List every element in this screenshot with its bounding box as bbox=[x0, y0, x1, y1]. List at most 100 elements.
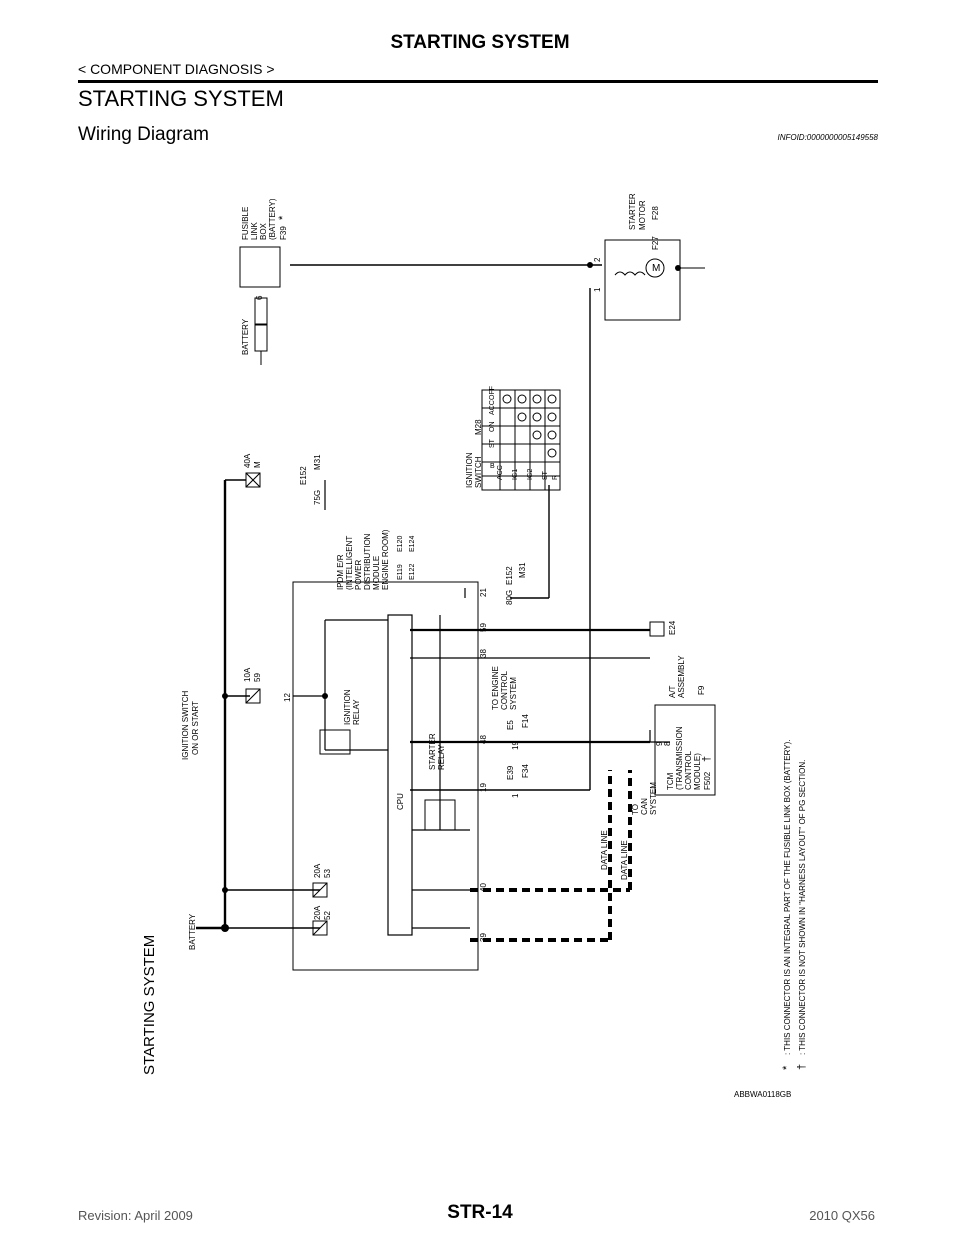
ipdm-6: ENGINE ROOM) bbox=[381, 529, 390, 590]
connector-f28: F28 bbox=[651, 206, 660, 220]
pin-80g: 80G bbox=[505, 590, 514, 605]
connector-f27: F27 bbox=[651, 236, 660, 250]
note-2: : THIS CONNECTOR IS NOT SHOWN IN "HARNES… bbox=[798, 760, 807, 1055]
sw-col-off: OFF bbox=[489, 386, 496, 400]
pin-19-b: 19 bbox=[511, 741, 520, 750]
sw-col-on: ON bbox=[489, 422, 496, 433]
sw-row-r: R bbox=[552, 475, 559, 480]
pin-48: 48 bbox=[479, 735, 488, 744]
footer-model: 2010 QX56 bbox=[809, 1208, 875, 1223]
tcm-1: TCM bbox=[666, 772, 675, 790]
connector-f9: F9 bbox=[697, 685, 706, 695]
motor-symbol bbox=[645, 258, 665, 278]
fuse-10a: 10A bbox=[243, 667, 252, 682]
star-marker: * bbox=[277, 215, 289, 220]
fuse-59: 59 bbox=[253, 673, 262, 682]
motor-pin-2: 2 bbox=[593, 257, 602, 262]
fusible-link-4: (BATTERY) bbox=[268, 198, 277, 240]
ipdm-2: (INTELLIGENT bbox=[345, 536, 354, 590]
sw-row-st: ST bbox=[542, 470, 549, 480]
pin-39: 39 bbox=[479, 933, 488, 942]
connector-e122: E122 bbox=[409, 564, 416, 580]
fusible-link-2: LINK bbox=[250, 222, 259, 240]
fuse-m: M bbox=[253, 461, 262, 468]
tcm-4: MODULE) bbox=[693, 753, 702, 790]
sw-col-acc: ACC bbox=[489, 400, 496, 415]
sw-row-ig1: IG1 bbox=[512, 469, 519, 480]
ign-relay-2: RELAY bbox=[352, 699, 361, 725]
fuse-40a: 40A bbox=[243, 453, 252, 468]
note-dagger-symbol: † bbox=[796, 1064, 808, 1070]
starter-motor-box bbox=[604, 239, 681, 321]
pin-19: 19 bbox=[479, 783, 488, 792]
connector-m31-b: M31 bbox=[518, 562, 527, 578]
pin-75g: 75G bbox=[313, 490, 322, 505]
note-star-symbol: * bbox=[781, 1065, 793, 1070]
to-can-1: TO bbox=[631, 804, 640, 815]
connector-m31-a: M31 bbox=[313, 454, 322, 470]
ign-switch-2: SWITCH bbox=[474, 456, 483, 488]
starter-relay bbox=[424, 799, 456, 831]
footer-page-number: STR-14 bbox=[447, 1202, 513, 1223]
data-line-2: DATA LINE bbox=[620, 840, 629, 880]
to-can-2: CAN bbox=[640, 798, 649, 815]
sw-row-acc: ACC bbox=[497, 465, 504, 480]
wiring-diagram: STARTING SYSTEM bbox=[141, 193, 808, 1075]
starter-relay-1: STARTER bbox=[428, 733, 437, 770]
connector-e124: E124 bbox=[409, 536, 416, 552]
ignition-relay bbox=[319, 729, 351, 755]
page-header-title: STARTING SYSTEM bbox=[390, 32, 570, 53]
pin-1-b: 1 bbox=[511, 793, 520, 798]
connector-f502: F502 bbox=[703, 771, 712, 790]
fusible-link-3: BOX bbox=[259, 222, 268, 240]
pin-9: 9 bbox=[655, 741, 664, 746]
cpu-box bbox=[387, 614, 413, 936]
pin-59: 59 bbox=[479, 623, 488, 632]
figure-code: ABBWA0118GB bbox=[734, 1090, 792, 1099]
ipdm-3: POWER bbox=[354, 560, 363, 590]
fuse-53: 53 bbox=[323, 869, 332, 878]
pin-40: 40 bbox=[479, 883, 488, 892]
starter-motor-2: MOTOR bbox=[638, 200, 647, 230]
connector-f39: F39 bbox=[279, 226, 288, 240]
section-title: STARTING SYSTEM bbox=[78, 86, 284, 111]
tcm-3: CONTROL bbox=[684, 750, 693, 790]
section-subtitle: Wiring Diagram bbox=[78, 124, 209, 145]
connector-e5: E5 bbox=[506, 720, 515, 730]
note-1: : THIS CONNECTOR IS AN INTEGRAL PART OF … bbox=[783, 740, 792, 1055]
sw-row-ig2: IG2 bbox=[527, 469, 534, 480]
diagram-side-title: STARTING SYSTEM bbox=[141, 935, 158, 1075]
data-line-1: DATA LINE bbox=[600, 830, 609, 870]
pin-8: 8 bbox=[663, 741, 672, 746]
at-assembly-2: ASSEMBLY bbox=[677, 655, 686, 698]
footer-revision: Revision: April 2009 bbox=[78, 1208, 193, 1223]
label-battery-left: BATTERY bbox=[188, 913, 197, 950]
ipdm-4: DISTRIBUTION bbox=[363, 533, 372, 590]
pin-21: 21 bbox=[479, 588, 488, 597]
label-battery-top: BATTERY bbox=[241, 318, 250, 355]
connector-f34: F34 bbox=[521, 764, 530, 778]
to-engine-3: SYSTEM bbox=[509, 677, 518, 710]
motor-pin-1: 1 bbox=[593, 287, 602, 292]
ipdm-1: IPDM E/R bbox=[336, 554, 345, 590]
fuse-52: 52 bbox=[323, 911, 332, 920]
starter-motor-1: STARTER bbox=[628, 193, 637, 230]
sw-col-st: ST bbox=[489, 438, 496, 448]
starter-relay-2: RELAY bbox=[437, 744, 446, 770]
motor-m: M bbox=[652, 263, 660, 274]
ipdm-5: MODULE bbox=[372, 556, 381, 590]
ignition-switch-grid bbox=[481, 389, 561, 491]
pin-38: 38 bbox=[479, 649, 488, 658]
connector-f14: F14 bbox=[521, 714, 530, 728]
page-header-subtitle: < COMPONENT DIAGNOSIS > bbox=[78, 61, 275, 77]
connector-m28: M28 bbox=[474, 419, 483, 435]
fuse-20a-1: 20A bbox=[313, 905, 322, 920]
info-id: INFOID:0000000005149558 bbox=[777, 133, 878, 142]
ground-e24: E24 bbox=[668, 620, 677, 635]
at-assembly-1: A/T bbox=[668, 685, 677, 698]
label-ign-switch-on-start: IGNITION SWITCH bbox=[181, 690, 190, 760]
connector-e119: E119 bbox=[397, 564, 404, 580]
to-engine-1: TO ENGINE bbox=[491, 666, 500, 710]
fusible-link-1: FUSIBLE bbox=[241, 207, 250, 240]
to-engine-2: CONTROL bbox=[500, 670, 509, 710]
